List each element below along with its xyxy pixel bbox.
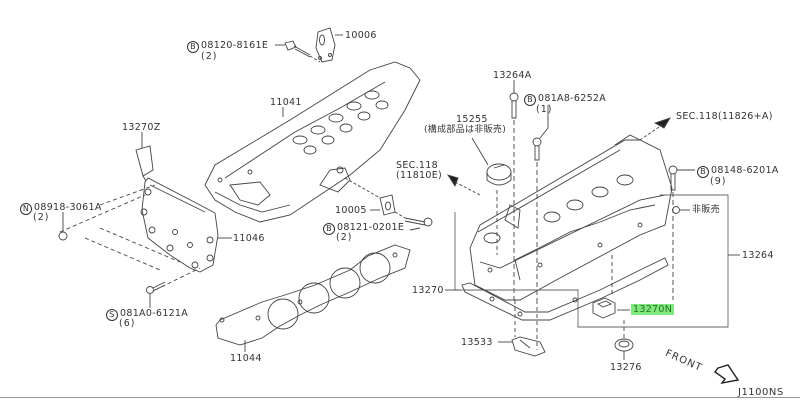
part-note-not-sold: 非販売 [692,205,720,215]
arrow-sec118-11810E [446,174,481,196]
part-label-11046[interactable]: 11046 [233,233,265,244]
screw-type-s-icon: S [106,309,118,321]
part-label-10006[interactable]: 10006 [345,30,377,41]
bolt-081A8-6252A[interactable] [532,105,549,300]
nut-type-n-icon: N [20,203,32,215]
part-label-13264[interactable]: 13264 [742,250,774,261]
part-qty-081A8-6252A: (1) [536,104,553,115]
bolt-08148-6201A[interactable] [668,165,695,300]
bolt-type-b-icon: B [697,166,709,178]
part-number: 08120-8161E [201,40,269,51]
part-label-13270[interactable]: 13270 [412,285,444,296]
front-direction-arrow [714,364,740,385]
part-qty-08918-3061A: (2) [33,212,50,223]
part-number: 081A8-6252A [538,93,607,104]
nut-08918-3061A[interactable] [58,212,68,241]
part-label-13533[interactable]: 13533 [461,337,493,348]
part-number: 08121-0201E [337,222,405,233]
part-label-13270Z[interactable]: 13270Z [122,122,161,133]
oil-filler-cap-15255[interactable] [471,137,512,255]
sealant-tube-13270Z[interactable] [135,132,154,182]
bolt-08120-8161E[interactable] [275,40,321,63]
section-ref-sub-11810E: (11810E) [396,170,443,181]
part-qty-08120-8161E: (2) [201,51,218,62]
part-label-13276[interactable]: 13276 [610,362,642,373]
part-qty-081A0-6121A: (6) [119,318,136,329]
highlighted-part-number[interactable]: 13270N [631,304,675,315]
bolt-type-b-icon: B [323,223,335,235]
section-ref-sec118-11810E[interactable]: SEC.118 [396,160,438,171]
bolt-type-b-icon: B [524,94,536,106]
bracket-13533[interactable] [498,300,546,357]
rocker-cover-13264[interactable] [469,134,673,301]
part-note-not-sold-separately: (構成部品は非販売) [424,125,507,135]
part-label-13270N[interactable]: 13270N [631,304,675,315]
bolt-08121-0201E[interactable] [394,211,433,231]
bracket-10006[interactable] [315,27,343,63]
bolt-type-b-icon: B [187,41,199,53]
bolt-081A0-6121A[interactable] [146,281,166,308]
arrow-sec118-11826A [639,117,672,141]
part-number: 08918-3061A [34,202,102,213]
part-label-11041[interactable]: 11041 [270,97,302,108]
part-qty-08121-0201E: (2) [336,232,353,243]
rocker-cover-gasket-13270[interactable] [445,257,669,321]
cylinder-head-11041[interactable] [204,61,421,223]
grommet-13270N[interactable] [592,255,630,319]
diagram-code: J1100NS [738,387,784,398]
part-label-15255[interactable]: 15255 [456,114,488,125]
oil-seal-13276[interactable] [614,320,634,360]
part-label-11044[interactable]: 11044 [230,353,262,364]
part-label-13264A[interactable]: 13264A [493,70,532,81]
bolt-13264A[interactable] [509,80,519,300]
part-qty-08148-6201A: (9) [710,176,727,187]
front-cover-11046[interactable] [59,177,232,291]
head-gasket-11044[interactable] [215,244,411,352]
part-number: 081A0-6121A [120,308,189,319]
part-number: 08148-6201A [711,165,779,176]
bottom-divider [0,397,800,398]
part-label-10005[interactable]: 10005 [335,205,367,216]
section-ref-sec118-11826A[interactable]: SEC.118(11826+A) [676,111,773,122]
